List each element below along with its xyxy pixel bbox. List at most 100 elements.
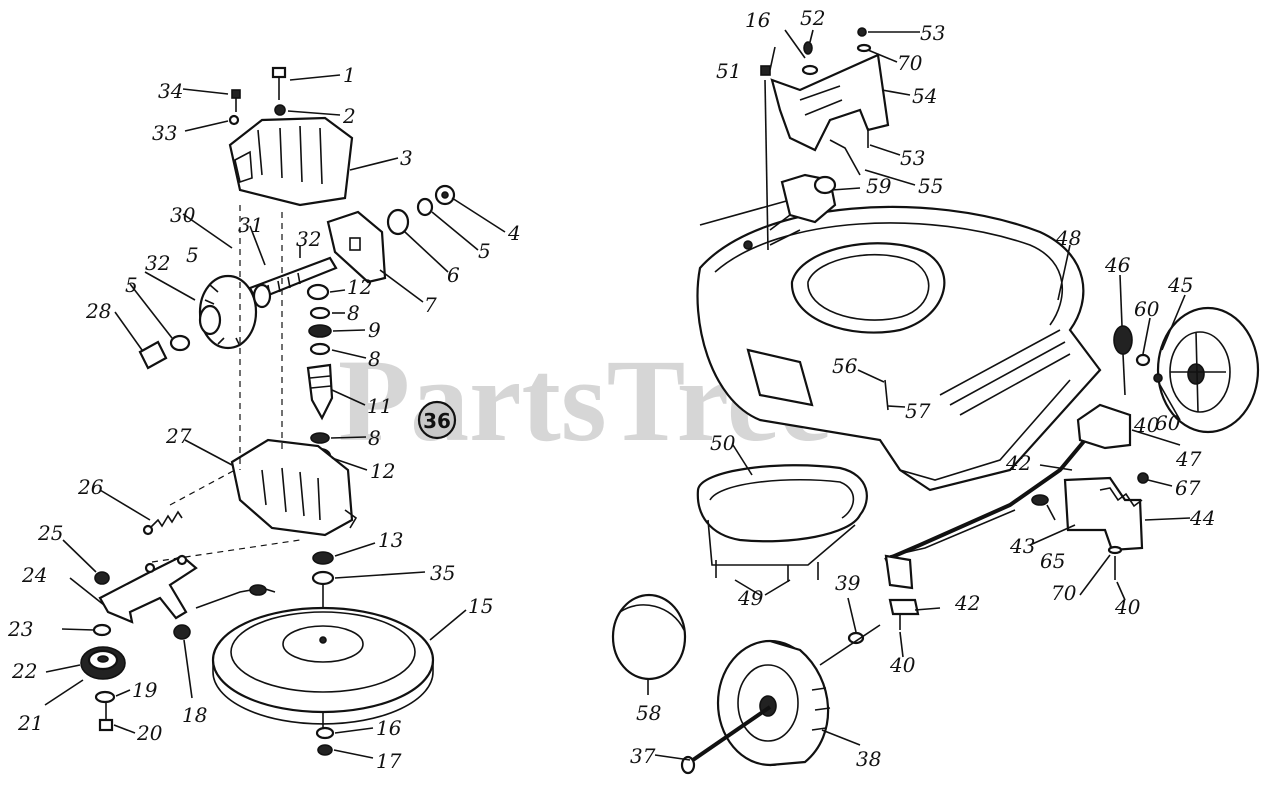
label-43: 43 — [1009, 534, 1035, 558]
label-15: 15 — [468, 594, 493, 618]
washer-5 — [416, 197, 434, 217]
nut-18 — [173, 624, 191, 640]
label-33: 33 — [152, 121, 177, 145]
label-5-left: 5 — [125, 273, 138, 297]
screw-34 — [231, 89, 241, 112]
leader-lines — [44, 29, 1191, 761]
rear-bracket-47 — [1076, 403, 1132, 450]
handle-bracket-54 — [770, 53, 890, 152]
label-20: 20 — [136, 721, 163, 745]
label-39: 39 — [835, 571, 861, 595]
label-60-top: 60 — [1134, 297, 1160, 321]
mounting-bracket-7 — [326, 210, 387, 284]
washer-8-low — [310, 432, 330, 444]
gearbox-housing-lower-27 — [230, 438, 358, 537]
label-40-right: 40 — [1114, 595, 1141, 619]
label-32-right: 32 — [296, 227, 321, 251]
idler-arm-24 — [98, 554, 198, 624]
label-27: 27 — [165, 424, 192, 448]
label-59: 59 — [866, 174, 892, 198]
label-42-upper: 42 — [1005, 451, 1031, 475]
washer-60-top — [1135, 353, 1151, 367]
label-12-top: 12 — [347, 275, 372, 299]
gearbox-housing-top — [228, 116, 354, 207]
label-38: 38 — [856, 747, 881, 771]
bearing-9 — [308, 324, 332, 338]
washer-70-right — [1107, 545, 1123, 555]
engine-switch-59 — [769, 173, 837, 246]
washer-16-top — [801, 64, 819, 76]
label-49: 49 — [737, 586, 764, 610]
wheel-cap-58 — [611, 593, 687, 681]
label-5-upper: 5 — [186, 243, 199, 267]
label-26: 26 — [77, 475, 104, 499]
label-35: 35 — [430, 561, 455, 585]
alignment-line-arm — [151, 539, 301, 563]
label-12-low: 12 — [370, 459, 395, 483]
label-53-top: 53 — [920, 21, 945, 45]
rear-wheel-45 — [1156, 306, 1260, 434]
label-1: 1 — [343, 63, 356, 87]
label-32-left: 32 — [145, 251, 170, 275]
spring-46 — [1113, 325, 1133, 396]
bolt-52 — [803, 41, 813, 55]
bushing-6 — [386, 208, 410, 236]
label-31: 31 — [238, 213, 263, 237]
washer-8-top — [309, 306, 331, 320]
axle-bolt-37 — [680, 705, 772, 775]
label-52: 52 — [800, 6, 825, 30]
label-56: 56 — [832, 354, 858, 378]
washer-23 — [92, 623, 112, 637]
label-46: 46 — [1104, 253, 1131, 277]
screw-51 — [760, 65, 771, 76]
bolt-1 — [271, 66, 287, 100]
label-22: 22 — [11, 659, 37, 683]
label-13: 13 — [378, 528, 403, 552]
washer-33 — [228, 114, 240, 126]
label-65: 65 — [1040, 549, 1065, 573]
nut-53-top — [857, 27, 867, 37]
label-53-low: 53 — [900, 146, 925, 170]
label-5-right: 5 — [478, 239, 491, 263]
label-40-rear: 40 — [1133, 413, 1160, 437]
label-54: 54 — [912, 84, 937, 108]
label-8-low: 8 — [368, 426, 381, 450]
label-60-low: 60 — [1155, 411, 1181, 435]
label-42-lower: 42 — [954, 591, 980, 615]
bolt-65 — [1031, 494, 1049, 506]
label-16-top: 16 — [745, 8, 771, 32]
nut-17 — [317, 744, 333, 756]
clip-4 — [434, 184, 456, 206]
label-23: 23 — [7, 617, 33, 641]
bracket-42-front — [884, 554, 920, 616]
screws-49 — [715, 560, 819, 582]
label-3: 3 — [400, 146, 413, 170]
label-51: 51 — [716, 59, 741, 83]
bushing-30 — [252, 283, 272, 309]
mower-deck-48 — [696, 205, 1102, 492]
label-58: 58 — [636, 701, 661, 725]
idler-pulley-22 — [80, 646, 126, 680]
label-16-bottom: 16 — [376, 716, 402, 740]
label-67: 67 — [1175, 476, 1201, 500]
height-adjuster-rod-43 — [884, 438, 1087, 562]
bolt-20 — [98, 702, 114, 732]
handle-rod-left — [699, 199, 791, 226]
deck-screw — [743, 240, 753, 250]
label-45: 45 — [1167, 273, 1193, 297]
label-40-front: 40 — [889, 653, 916, 677]
label-50: 50 — [710, 431, 736, 455]
cable-link — [195, 584, 276, 609]
label-18: 18 — [182, 703, 207, 727]
nut-60-low — [1153, 373, 1163, 383]
axle-line — [819, 624, 881, 666]
screw-51-shaft — [764, 79, 769, 251]
washer-2 — [274, 104, 286, 116]
label-8-top: 8 — [347, 301, 360, 325]
bracket-44 — [1063, 476, 1144, 552]
label-11: 11 — [367, 394, 392, 418]
callout-36-badge: 36 — [417, 400, 457, 440]
label-4: 4 — [507, 221, 521, 245]
label-25: 25 — [37, 521, 63, 545]
